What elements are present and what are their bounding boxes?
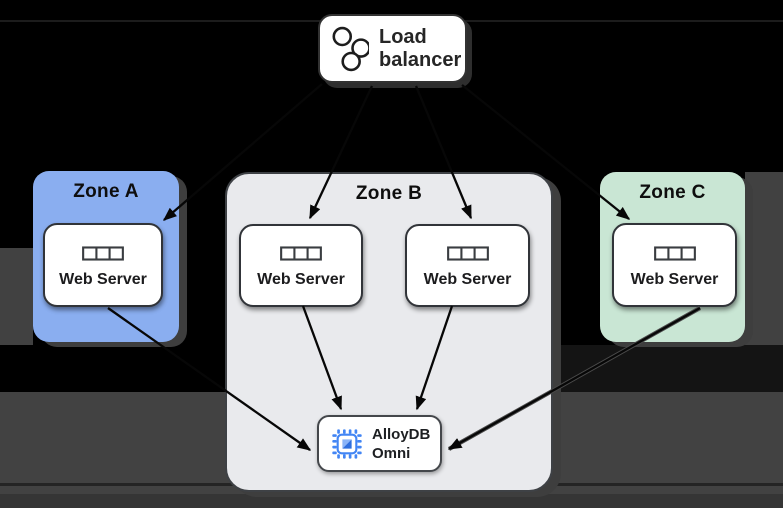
background-patch xyxy=(0,494,783,508)
zone-b-web-server-2-box: Web Server xyxy=(405,224,530,307)
alloydb-omni-label: AlloyDB Omni xyxy=(372,425,431,462)
zone-a-web-server-box: Web Server xyxy=(43,223,163,307)
chip-icon xyxy=(332,428,362,459)
zone-b-title: Zone B xyxy=(355,183,423,204)
background-patch xyxy=(0,248,33,345)
zone-c-title: Zone C xyxy=(639,182,706,203)
web-server-label: Web Server xyxy=(257,271,345,288)
three-circles-icon xyxy=(332,26,369,71)
web-server-label: Web Server xyxy=(423,271,512,288)
server-rack-icon xyxy=(82,245,124,261)
zone-c-web-server-box: Web Server xyxy=(612,223,737,307)
alloydb-omni-box: AlloyDB Omni xyxy=(317,415,442,472)
background-patch xyxy=(745,172,783,345)
server-rack-icon xyxy=(653,245,696,261)
server-rack-icon xyxy=(446,246,489,261)
load-balancer-label: Load balancer xyxy=(379,25,462,71)
zone-a-title: Zone A xyxy=(73,181,139,202)
load-balancer-box: Load balancer xyxy=(318,14,467,83)
server-rack-icon xyxy=(280,246,322,261)
web-server-label: Web Server xyxy=(630,270,719,288)
background-patch xyxy=(553,345,783,392)
web-server-label: Web Server xyxy=(59,270,147,288)
zone-b-web-server-1-box: Web Server xyxy=(239,224,363,307)
